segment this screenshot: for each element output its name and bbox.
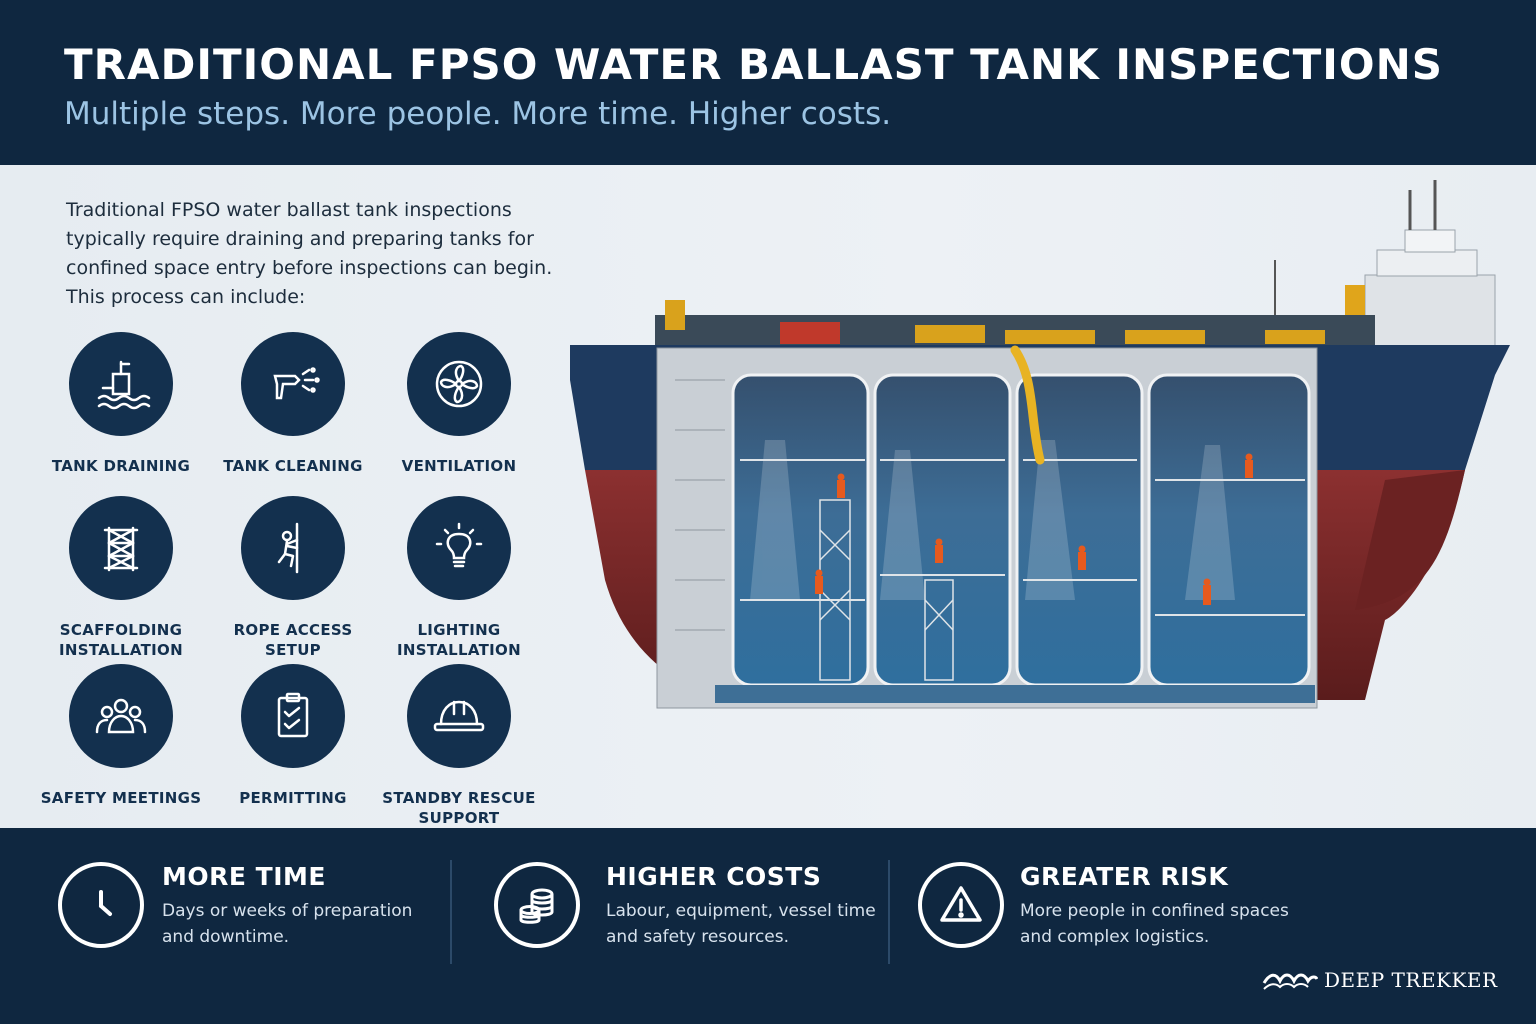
fpso-cutaway-illustration bbox=[570, 180, 1510, 709]
ballast-tanks bbox=[731, 373, 1311, 687]
ventilation-hose bbox=[1010, 345, 1045, 465]
footer-desc-costs: Labour, equipment, vessel time and safet… bbox=[606, 901, 876, 947]
page-subtitle: Multiple steps. More people. More time. … bbox=[64, 96, 892, 132]
step-tank-draining: TANK DRAINING bbox=[36, 332, 206, 476]
step-scaffolding: SCAFFOLDING INSTALLATION bbox=[36, 496, 206, 660]
lightbulb-icon bbox=[407, 496, 511, 600]
footer-divider bbox=[888, 860, 890, 964]
step-label: TANK CLEANING bbox=[223, 457, 363, 475]
footer-title-risk: GREATER RISK bbox=[1020, 862, 1229, 891]
step-rope-access: ROPE ACCESS SETUP bbox=[208, 496, 378, 660]
clock-icon bbox=[58, 862, 144, 948]
step-lighting: LIGHTING INSTALLATION bbox=[374, 496, 544, 660]
step-label: STANDBY RESCUE SUPPORT bbox=[382, 789, 536, 827]
workers bbox=[815, 453, 1253, 605]
coins-icon bbox=[494, 862, 580, 948]
step-label: SCAFFOLDING INSTALLATION bbox=[59, 621, 183, 659]
brand-name: DEEP TREKKER bbox=[1324, 968, 1498, 992]
footer-banner bbox=[0, 828, 1536, 1024]
clipboard-check-icon bbox=[241, 664, 345, 768]
people-group-icon bbox=[69, 664, 173, 768]
deck-equipment bbox=[655, 300, 1375, 345]
brand-logo: DEEP TREKKER bbox=[1262, 966, 1498, 994]
step-label: TANK DRAINING bbox=[51, 457, 191, 475]
wave-logo-icon bbox=[1262, 973, 1318, 990]
page-title: TRADITIONAL FPSO WATER BALLAST TANK INSP… bbox=[64, 40, 1444, 89]
scaffolding-icon bbox=[69, 496, 173, 600]
fan-icon bbox=[407, 332, 511, 436]
step-label: ROPE ACCESS SETUP bbox=[233, 621, 353, 659]
step-label: LIGHTING INSTALLATION bbox=[397, 621, 521, 659]
step-label: PERMITTING bbox=[239, 789, 347, 807]
hard-hat-icon bbox=[407, 664, 511, 768]
ballast-tank-4 bbox=[1147, 373, 1311, 687]
tank-draining-icon bbox=[69, 332, 173, 436]
step-permitting: PERMITTING bbox=[208, 664, 378, 808]
step-standby-rescue: STANDBY RESCUE SUPPORT bbox=[374, 664, 544, 828]
step-label: SAFETY MEETINGS bbox=[40, 789, 202, 807]
warning-icon bbox=[918, 862, 1004, 948]
step-ventilation: VENTILATION bbox=[374, 332, 544, 476]
footer-desc-risk: More people in confined spaces and compl… bbox=[1020, 901, 1289, 947]
intro-text: Traditional FPSO water ballast tank insp… bbox=[66, 199, 553, 308]
step-safety-meetings: SAFETY MEETINGS bbox=[36, 664, 206, 808]
step-tank-cleaning: TANK CLEANING bbox=[208, 332, 378, 476]
spray-nozzle-icon bbox=[241, 332, 345, 436]
footer-title-time: MORE TIME bbox=[162, 862, 326, 891]
footer-divider bbox=[450, 860, 452, 964]
footer-desc-time: Days or weeks of preparation and downtim… bbox=[162, 901, 413, 947]
rope-climber-icon bbox=[241, 496, 345, 600]
header-banner bbox=[0, 0, 1536, 165]
footer-title-costs: HIGHER COSTS bbox=[606, 862, 822, 891]
ballast-tank-1 bbox=[731, 373, 870, 687]
step-label: VENTILATION bbox=[401, 457, 517, 475]
